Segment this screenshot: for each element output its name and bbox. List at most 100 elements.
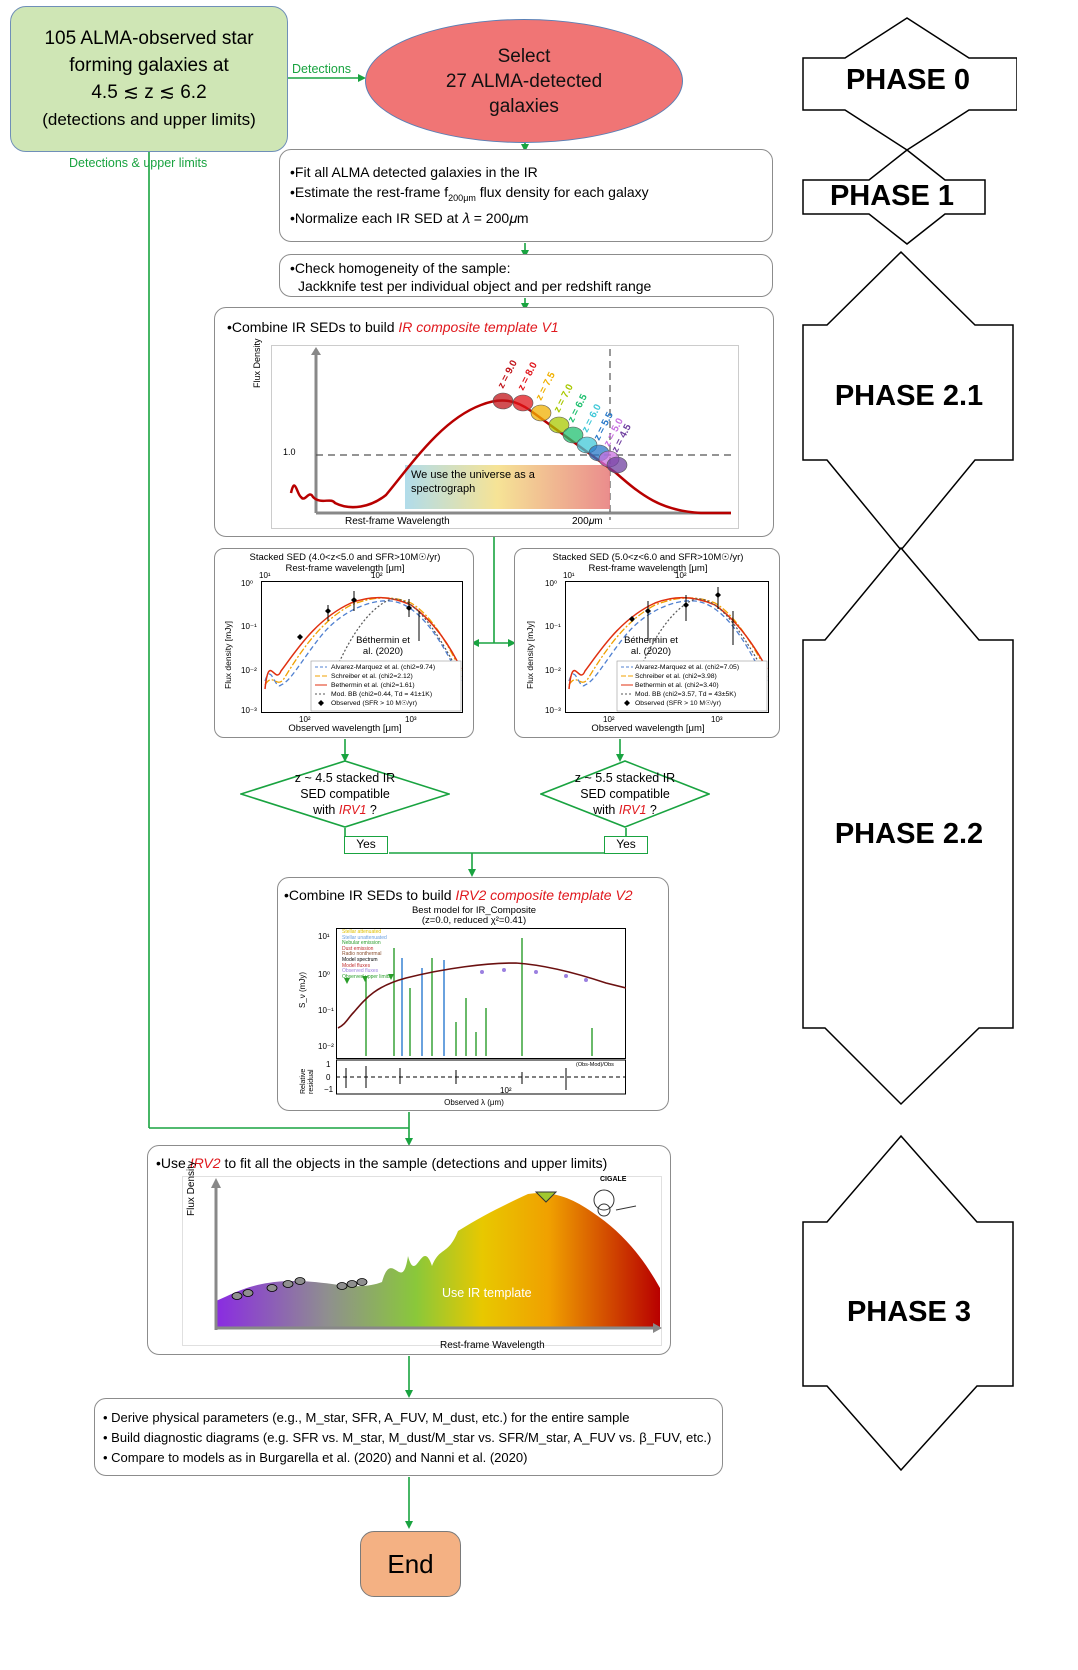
select-line-2: 27 ALMA-detected (445, 70, 603, 92)
stack-left-legend: Alvarez-Marquez et al. (chi2=9.74) Schre… (331, 663, 435, 708)
v2-legend-8: Observed fluxes (342, 968, 379, 975)
phase3-plot (182, 1176, 662, 1346)
final-box: • Derive physical parameters (e.g., M_st… (94, 1398, 723, 1476)
stack-left-xtick-1: 10² (299, 715, 311, 724)
start-line-2: forming galaxies at (69, 55, 229, 76)
redshift-ovals (492, 392, 628, 474)
stack-left-legend-1: Alvarez-Marquez et al. (chi2=9.74) (331, 664, 436, 671)
stacked-sed-right-box: Stacked SED (5.0<z<6.0 and SFR>10M☉/yr) … (514, 548, 780, 738)
redshift-oval-0 (492, 392, 514, 410)
start-box: 105 ALMA-observed star forming galaxies … (10, 6, 288, 152)
phase1-line-2-pre: •Estimate the rest-frame f (290, 184, 449, 200)
decision-right-irv1: IRV1 (618, 803, 647, 817)
v1-title: •Combine IR SEDs to build IR composite t… (227, 318, 559, 336)
select-line-3: galaxies (489, 95, 559, 117)
phase1-line-1: •Fit all ALMA detected galaxies in the I… (290, 164, 538, 180)
v1-xlabel: Rest-frame Wavelength (345, 516, 450, 527)
stack-left-legend-3: Bethermin et al. (chi2=1.61) (331, 682, 415, 689)
stack-left-ytick-1: 10⁰ (241, 579, 254, 588)
stack-right-ylabel: Flux density [mJy] (525, 620, 535, 689)
stack-right-xtick-2: 10³ (711, 715, 723, 724)
final-line-1: • Derive physical parameters (e.g., M_st… (103, 1410, 630, 1425)
v2-legend-9: Observed upper limits (342, 973, 391, 980)
decision-right-text: z ~ 5.5 stacked IR SED compatible with I… (560, 770, 690, 818)
redshift-oval-1 (512, 394, 534, 412)
stack-right-legend-5: Observed (SFR > 10 M☉/yr) (635, 700, 721, 707)
v2-legend: Stellar attenuated Stellar unattenuated … (342, 929, 391, 980)
phase3-note: Use IR template (442, 1286, 532, 1300)
decision-right-diamond (540, 760, 710, 828)
v1-one-label: 1.0 (283, 447, 296, 457)
stack-left-ytick-4: 10⁻³ (241, 706, 257, 715)
stack-right-legend-1: Alvarez-Marquez et al. (chi2=7.05) (635, 664, 740, 671)
homogeneity-box: •Check homogeneity of the sample: Jackkn… (279, 254, 773, 297)
homogeneity-line-1: •Check homogeneity of the sample: (290, 260, 511, 276)
stack-left-annotation: Béthermin et al. (2020) (356, 635, 410, 657)
v1-template-box: •Combine IR SEDs to build IR composite t… (214, 307, 774, 537)
detections-label: Detections (292, 62, 352, 76)
decision-right-line-1: z ~ 5.5 stacked IR (574, 771, 676, 785)
stack-right-ytick-2: 10⁻¹ (545, 622, 561, 631)
v2-xtick: 10² (500, 1086, 512, 1095)
v2-small-note: (Obs-Mod)/Obs (576, 1062, 614, 1068)
v2-legend-7: Model fluxes (342, 962, 371, 969)
v2-template-box: •Combine IR SEDs to build IRV2 composite… (277, 877, 669, 1111)
v1-title-pre: •Combine IR SEDs to build (227, 319, 399, 335)
decision-left-irv1: IRV1 (338, 803, 367, 817)
final-line-2: • Build diagnostic diagrams (e.g. SFR vs… (103, 1430, 712, 1445)
v2-xlabel: Observed λ (μm) (444, 1098, 504, 1107)
stack-right-top-axis: Rest-frame wavelength [μm] (588, 563, 708, 574)
v1-200-label: 200𝜇m (572, 516, 603, 527)
v2-ytick-1: 10¹ (318, 932, 330, 941)
start-line-3: 4.5 ≲ z ≲ 6.2 (91, 82, 207, 103)
stack-right-legend-3: Bethermin et al. (chi2=3.40) (635, 682, 719, 689)
v2-title: •Combine IR SEDs to build IRV2 composite… (284, 886, 633, 904)
decision-left-text: z ~ 4.5 stacked IR SED compatible with I… (270, 770, 420, 818)
phase-3-arrow (802, 1134, 1014, 1472)
stack-left-legend-2: Schreiber et al. (chi2=2.12) (331, 673, 413, 680)
v2-plot-title-1: Best model for IR_Composite (411, 905, 537, 916)
decision-right-yes: Yes (604, 836, 648, 854)
decision-left-yes: Yes (344, 836, 388, 854)
redshift-oval-3 (548, 416, 570, 434)
phase1-line-2-post: flux density for each galaxy (475, 184, 649, 200)
decision-right-line-3-post: ? (646, 803, 657, 817)
phase-0-label: PHASE 0 (845, 64, 971, 96)
phase-arrow-column (802, 17, 1017, 1472)
v1-title-red: IR composite template V1 (398, 319, 559, 335)
phase3-box: •Use IRV2 to fit all the objects in the … (147, 1145, 671, 1355)
v2-ylabel: S_ν (mJy) (298, 972, 307, 1008)
v2-resid-label: Relative residual (300, 1068, 315, 1094)
v1-plot: z = 9.0z = 8.0z = 7.5z = 7.0z = 6.5z = 6… (271, 345, 739, 529)
v2-legend-6: Model spectrum (342, 956, 378, 963)
select-line-1: Select (497, 45, 551, 67)
stack-right-title: Stacked SED (5.0<z<6.0 and SFR>10M☉/yr) (552, 552, 744, 563)
decision-left-line-3: with IRV1 ? (270, 802, 420, 818)
stack-left-legend-4: Mod. BB (chi2=0.44, Td = 41±1K) (331, 691, 433, 698)
redshift-oval-4 (562, 426, 584, 444)
v2-legend-5: Radio nonthermal (342, 951, 382, 958)
homogeneity-line-2: Jackknife test per individual object and… (298, 278, 652, 294)
stack-left-ytick-2: 10⁻¹ (241, 622, 257, 631)
v2-legend-1: Stellar attenuated (342, 929, 382, 935)
v2-title-pre: •Combine IR SEDs to build (284, 887, 456, 903)
phase1-box: •Fit all ALMA detected galaxies in the I… (279, 149, 773, 242)
phase-2-1-label: PHASE 2.1 (834, 380, 984, 412)
stack-right-annotation: Béthermin et al. (2020) (624, 635, 678, 657)
stack-left-top-axis: Rest-frame wavelength [μm] (285, 563, 405, 574)
v2-resid-tick-3: −1 (324, 1085, 334, 1094)
stack-left-plot (261, 581, 463, 713)
final-line-3: • Compare to models as in Burgarella et … (103, 1450, 528, 1465)
phase-1-label: PHASE 1 (829, 180, 955, 212)
stack-right-top-tick-2: 10² (675, 571, 687, 580)
decision-right-line-3-pre: with (593, 803, 619, 817)
v2-legend-2: Stellar unattenuated (342, 934, 387, 941)
phase3-title: •Use IRV2 to fit all the objects in the … (156, 1154, 607, 1172)
v2-plot (336, 928, 626, 1095)
stack-left-xlabel: Observed wavelength [μm] (288, 723, 402, 734)
stack-right-xtick-1: 10² (603, 715, 615, 724)
v2-ytick-4: 10⁻² (318, 1042, 334, 1051)
decision-left-line-2: SED compatible (300, 787, 390, 801)
stack-right-ytick-1: 10⁰ (545, 579, 558, 588)
